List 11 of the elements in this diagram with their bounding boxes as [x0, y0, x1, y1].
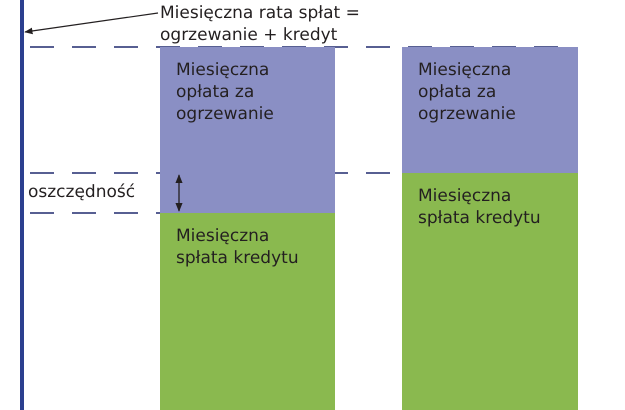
heating-cost-bar	[402, 47, 578, 173]
loan-payment-bar	[402, 173, 578, 410]
annotation-text: Miesięczna rata spłat = ogrzewanie + kredyt	[160, 2, 361, 46]
bar-label: Miesięczna spłata kredytu	[418, 185, 542, 229]
bar-label: Miesięczna opłata za ogrzewanie	[418, 59, 517, 125]
leader-arrow	[24, 12, 158, 34]
bar-label: Miesięczna opłata za ogrzewanie	[176, 59, 275, 125]
heating-cost-bar	[160, 47, 335, 213]
bar-label: Miesięczna spłata kredytu	[176, 225, 300, 269]
savings-label: oszczędność	[28, 181, 136, 203]
loan-payment-bar	[160, 213, 335, 410]
